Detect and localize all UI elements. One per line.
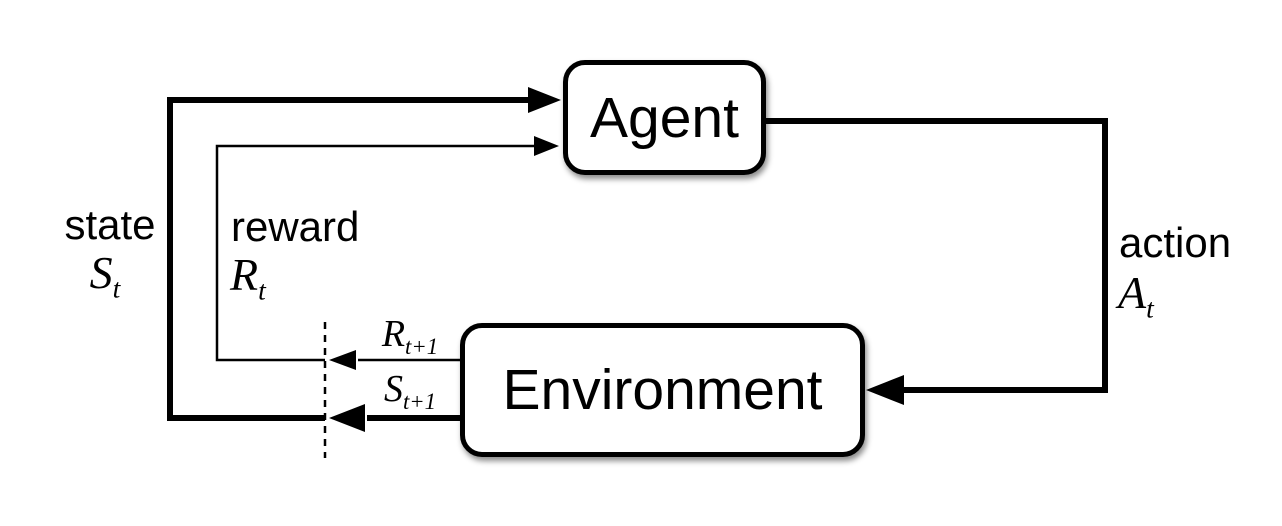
- state-loop-line: [167, 97, 530, 421]
- state-symbol-base: S: [89, 247, 113, 298]
- state-arrowhead-icon: [528, 87, 561, 113]
- reward-symbol-base: R: [230, 249, 259, 300]
- action-arrowhead-icon: [866, 375, 904, 405]
- next-state-symbol-sub: t+1: [402, 388, 437, 414]
- reward-arrowhead-icon: [534, 136, 559, 156]
- next-state-symbol-base: S: [383, 368, 403, 410]
- action-symbol-sub: t: [1146, 292, 1154, 324]
- agent-box: Agent: [563, 60, 766, 175]
- environment-box: Environment: [460, 323, 865, 457]
- next-reward-arrowhead-icon: [329, 350, 356, 370]
- state-label: state: [64, 201, 156, 248]
- next-reward-symbol: Rt+1: [355, 313, 465, 358]
- action-symbol-base: A: [1118, 267, 1147, 318]
- reward-symbol-sub: t: [258, 274, 266, 306]
- reward-label: reward: [231, 203, 360, 250]
- action-path-line: [765, 118, 1108, 393]
- next-reward-symbol-base: R: [381, 313, 406, 355]
- next-state-symbol: St+1: [355, 368, 465, 413]
- state-symbol: St: [50, 247, 160, 302]
- environment-box-label: Environment: [502, 358, 823, 422]
- action-label: action: [1119, 219, 1232, 266]
- reward-loop-line: [215, 144, 535, 362]
- state-symbol-sub: t: [112, 272, 121, 304]
- next-reward-symbol-sub: t+1: [405, 333, 439, 359]
- reward-symbol: Rt: [230, 249, 266, 304]
- next-state-arrowhead-icon: [329, 404, 365, 432]
- agent-box-label: Agent: [590, 85, 739, 150]
- action-symbol: At: [1118, 267, 1154, 322]
